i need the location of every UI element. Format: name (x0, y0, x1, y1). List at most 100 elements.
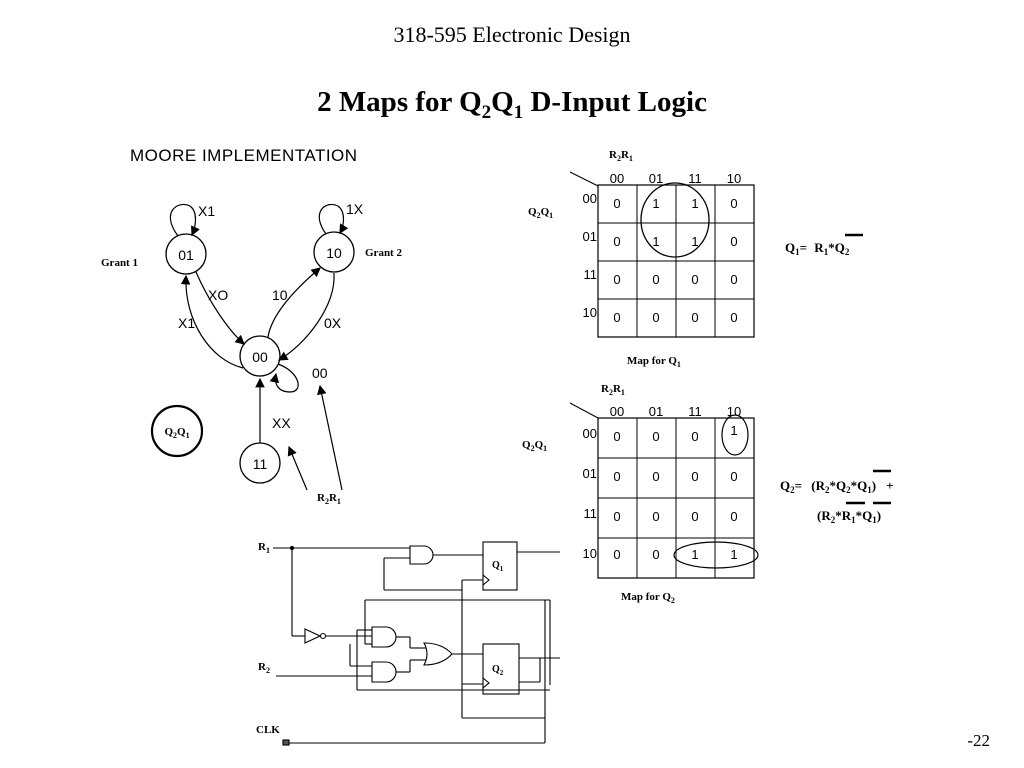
input-pointer-oo (317, 384, 343, 491)
inverter-gate (304, 628, 322, 644)
svg-text:0: 0 (691, 272, 698, 287)
svg-text:0: 0 (652, 509, 659, 524)
svg-text:1: 1 (691, 196, 698, 211)
svg-text:Q1= R1*Q2: Q1= R1*Q2 (785, 240, 850, 257)
input-pointer-xx (287, 445, 308, 491)
label-oo-self: 00 (312, 365, 328, 381)
kmap-q1-caption: Map for Q1 (627, 355, 681, 369)
svg-text:0: 0 (613, 547, 620, 562)
svg-text:10: 10 (326, 245, 342, 261)
state-diagram-heading: MOORE IMPLEMENTATION (130, 146, 358, 165)
label-xo: XO (208, 287, 228, 303)
label-0x: 0X (324, 315, 342, 331)
and-gate-q1 (409, 545, 434, 565)
or-gate (423, 642, 453, 666)
svg-text:10: 10 (583, 546, 597, 561)
svg-text:0: 0 (613, 509, 620, 524)
slide-title: 2 Maps for Q2Q1 D-Input Logic (317, 86, 707, 123)
svg-text:0: 0 (691, 509, 698, 524)
svg-text:0: 0 (613, 310, 620, 325)
svg-text:Q1: Q1 (492, 560, 504, 573)
svg-text:00: 00 (610, 171, 624, 186)
svg-text:0: 0 (691, 310, 698, 325)
svg-text:01: 01 (178, 247, 194, 263)
and-gate-a (371, 626, 397, 648)
svg-text:Q2= (R2*Q2*Q1)+: Q2= (R2*Q2*Q1)+ (780, 478, 894, 495)
svg-text:00: 00 (610, 404, 624, 419)
svg-text:0: 0 (652, 310, 659, 325)
kmap-q1-col-var: R2R1 (609, 149, 633, 163)
svg-text:01: 01 (583, 229, 597, 244)
kmap-q1-row-var: Q2Q1 (528, 206, 553, 220)
kmap-q2-col-var: R2R1 (601, 383, 625, 397)
svg-text:00: 00 (583, 426, 597, 441)
svg-text:0: 0 (652, 469, 659, 484)
self-loop-00 (269, 363, 299, 393)
svg-text:1: 1 (691, 547, 698, 562)
and-gate-b (371, 661, 397, 683)
label-grant-2: Grant 2 (365, 247, 402, 259)
svg-text:0: 0 (730, 234, 737, 249)
label-10: 10 (272, 287, 288, 303)
svg-text:0: 0 (652, 272, 659, 287)
svg-text:(R2*R1*Q1): (R2*R1*Q1) (817, 508, 881, 525)
svg-text:0: 0 (613, 469, 620, 484)
self-loop-01 (169, 204, 200, 237)
flip-flop-q2 (482, 643, 520, 695)
flip-flop-q1 (482, 541, 518, 591)
svg-text:01: 01 (649, 171, 663, 186)
svg-text:Q2: Q2 (492, 664, 504, 677)
label-x1-self: X1 (198, 203, 215, 219)
q2-equation: Q2= (R2*Q2*Q1)+ (R2*R1*Q1) (780, 469, 894, 525)
svg-text:00: 00 (583, 191, 597, 206)
kmap-q2-group-top (721, 414, 749, 456)
svg-text:0: 0 (613, 196, 620, 211)
arrow-00-to-01 (180, 274, 244, 369)
svg-text:0: 0 (730, 272, 737, 287)
label-1x-self: 1X (346, 201, 364, 217)
svg-text:0: 0 (730, 196, 737, 211)
svg-text:0: 0 (730, 469, 737, 484)
label-x1: X1 (178, 315, 195, 331)
kmap-q1: R2R1 Q2Q1 00 01 11 10 00 01 11 10 0 1 1 … (528, 149, 755, 369)
svg-text:01: 01 (583, 466, 597, 481)
svg-text:11: 11 (584, 506, 598, 521)
svg-text:1: 1 (730, 423, 737, 438)
svg-text:0: 0 (652, 429, 659, 444)
kmap-q1-group-circle (640, 182, 710, 258)
svg-text:0: 0 (730, 310, 737, 325)
svg-text:0: 0 (613, 272, 620, 287)
state-10: 10 (313, 231, 355, 273)
arrow-01-to-00 (195, 271, 245, 345)
svg-text:01: 01 (649, 404, 663, 419)
kmap-q2: R2R1 Q2Q1 00 01 11 10 00 01 11 10 0 0 0 … (522, 383, 759, 605)
svg-text:1: 1 (730, 547, 737, 562)
svg-text:1: 1 (652, 196, 659, 211)
state-01: 01 (165, 233, 207, 275)
svg-text:11: 11 (584, 267, 598, 282)
circuit-label-r1: R1 (258, 541, 270, 555)
state-variable-circle: Q2Q1 (150, 404, 204, 458)
svg-text:0: 0 (613, 429, 620, 444)
svg-text:11: 11 (688, 171, 702, 186)
circuit-label-clk: CLK (256, 724, 280, 736)
kmap-q2-row-var: Q2Q1 (522, 439, 547, 453)
circuit-label-r2: R2 (258, 661, 270, 675)
svg-text:1: 1 (652, 234, 659, 249)
kmap-q2-caption: Map for Q2 (621, 591, 675, 605)
svg-text:10: 10 (583, 305, 597, 320)
label-grant-1: Grant 1 (101, 257, 138, 269)
q1-equation: Q1= R1*Q2 (785, 233, 863, 257)
svg-text:10: 10 (727, 171, 741, 186)
svg-text:0: 0 (691, 429, 698, 444)
svg-text:00: 00 (252, 349, 268, 365)
label-xx: XX (272, 415, 291, 431)
logic-circuit: R1 R2 CLK Q1 (256, 541, 560, 746)
svg-text:1: 1 (691, 234, 698, 249)
input-variable-label: R2R1 (317, 492, 341, 506)
arrow-10-to-00 (277, 272, 335, 361)
state-11: 11 (239, 442, 281, 484)
course-title: 318-595 Electronic Design (393, 22, 631, 47)
svg-text:0: 0 (691, 469, 698, 484)
svg-text:0: 0 (652, 547, 659, 562)
